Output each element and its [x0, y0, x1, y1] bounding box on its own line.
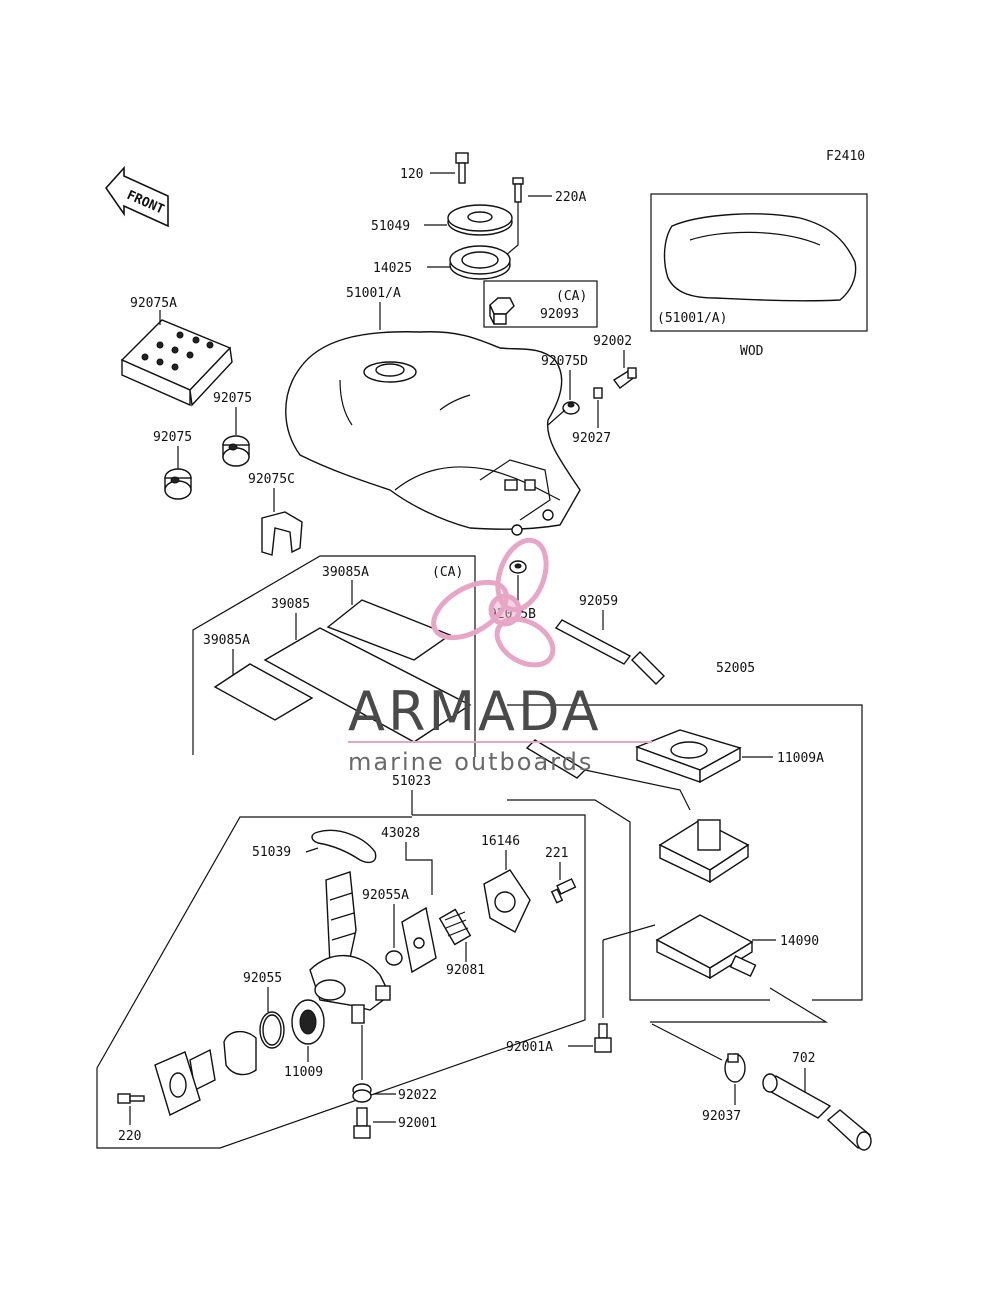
bolt-92001A — [594, 1023, 612, 1053]
spring-92081 — [438, 908, 472, 946]
label-51039: 51039 — [252, 845, 291, 860]
washer-92022 — [352, 1083, 372, 1103]
wod-inset-box — [650, 193, 868, 332]
damper-92075-a — [222, 435, 250, 467]
label-ca-1: (CA) — [556, 289, 587, 304]
tap-bracket — [96, 814, 586, 1149]
propeller-logo-icon — [431, 537, 556, 668]
pad-39085A — [213, 663, 314, 721]
pump-bracket-lower — [507, 799, 770, 1001]
nut-92093 — [489, 297, 515, 325]
label-92075D: 92075D — [541, 354, 588, 369]
screw-220 — [117, 1093, 145, 1104]
label-92075C: 92075C — [248, 472, 295, 487]
label-221: 221 — [545, 846, 568, 861]
screw-220A — [512, 177, 524, 203]
label-92055: 92055 — [243, 971, 282, 986]
armada-watermark: ARMADA marine outboards — [348, 537, 652, 776]
label-92002: 92002 — [593, 334, 632, 349]
pad-39085A-top — [326, 599, 452, 661]
label-92075-a: 92075 — [213, 391, 252, 406]
fuel-cock-body — [309, 871, 391, 1024]
label-51049: 51049 — [371, 219, 410, 234]
label-92022: 92022 — [398, 1088, 437, 1103]
filter-14090 — [655, 914, 757, 980]
watermark-tagline: marine outboards — [348, 748, 593, 776]
label-92055A: 92055A — [362, 888, 409, 903]
label-92037: 92037 — [702, 1109, 741, 1124]
label-51001A-inset: (51001/A) — [657, 311, 727, 326]
hose-702 — [762, 1073, 872, 1151]
label-220: 220 — [118, 1129, 141, 1144]
fuel-cap-51049 — [447, 204, 513, 236]
label-92093: 92093 — [540, 307, 579, 322]
label-14025: 14025 — [373, 261, 412, 276]
pads-bracket — [192, 555, 476, 757]
cap-ring-14025 — [449, 245, 511, 280]
label-14090: 14090 — [780, 934, 819, 949]
label-11009: 11009 — [284, 1065, 323, 1080]
label-43028: 43028 — [381, 826, 420, 841]
watermark-brand: ARMADA — [348, 680, 602, 743]
filter-11009 — [291, 999, 325, 1045]
label-92027: 92027 — [572, 431, 611, 446]
damper-92075-b — [164, 468, 192, 500]
diaphragm-43028 — [401, 906, 437, 974]
label-51001A: 51001/A — [346, 286, 401, 301]
collar-92027 — [593, 387, 603, 399]
label-92075A: 92075A — [130, 296, 177, 311]
gasket-51039 — [311, 829, 377, 864]
bolt-92001 — [353, 1107, 371, 1139]
pump-bracket — [507, 704, 863, 1001]
pad-39085 — [263, 627, 472, 743]
label-52005: 52005 — [716, 661, 755, 676]
label-92001: 92001 — [398, 1116, 437, 1131]
tank-cover-inset — [663, 213, 857, 302]
label-16146: 16146 — [481, 834, 520, 849]
label-51023: 51023 — [392, 774, 431, 789]
cap-part — [223, 1031, 257, 1076]
label-wod: WOD — [740, 344, 764, 359]
label-39085A: 39085A — [203, 633, 250, 648]
bolt-92002 — [612, 367, 638, 389]
label-92059: 92059 — [579, 594, 618, 609]
ca-box — [483, 280, 598, 328]
figure-code: F2410 — [826, 149, 865, 164]
label-39085A-top: 39085A — [322, 565, 369, 580]
lever-16146 — [483, 869, 531, 933]
grommet-92075B — [509, 560, 527, 574]
label-39085: 39085 — [271, 597, 310, 612]
gasket-11009A — [635, 729, 742, 784]
label-120: 120 — [400, 167, 423, 182]
label-11009A: 11009A — [777, 751, 824, 766]
grommet-92075D — [562, 401, 580, 415]
fuel-tank-51001A — [285, 331, 581, 536]
bolt-120 — [455, 152, 469, 184]
hose-bracket — [650, 987, 829, 1023]
label-92081: 92081 — [446, 963, 485, 978]
sender-rod — [525, 739, 750, 884]
front-arrow-icon: FRONT — [104, 165, 169, 228]
rubber-damper-92075A — [120, 319, 233, 407]
oring-92055A — [385, 950, 403, 966]
gasket-plate — [154, 1048, 216, 1116]
clamp-92037 — [724, 1053, 746, 1083]
oring-92055 — [259, 1011, 285, 1049]
label-220A: 220A — [555, 190, 586, 205]
label-702: 702 — [792, 1051, 815, 1066]
hose-92059 — [554, 619, 665, 685]
label-92075-b: 92075 — [153, 430, 192, 445]
bracket-92075C — [261, 511, 303, 556]
label-92001A: 92001A — [506, 1040, 553, 1055]
label-ca-2: (CA) — [432, 565, 463, 580]
screw-221 — [550, 878, 577, 904]
